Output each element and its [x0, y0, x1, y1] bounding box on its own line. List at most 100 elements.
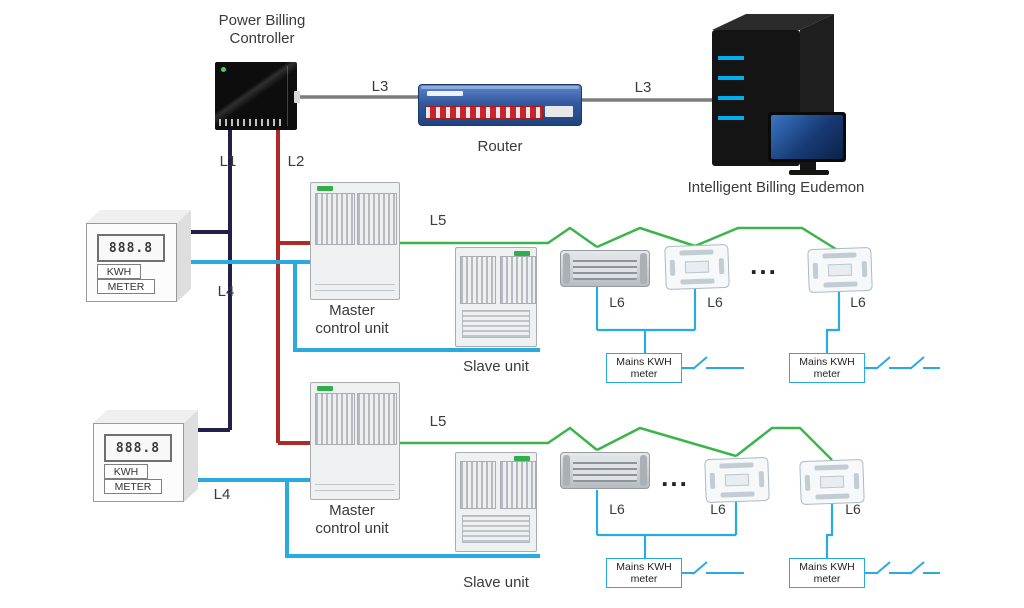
cassette-vent [709, 472, 716, 489]
panel-sheen [215, 62, 297, 130]
cassette-indoor-unit-1b [807, 246, 873, 294]
brand-badge [317, 186, 333, 191]
duct-cap [640, 253, 647, 284]
mains-label-line2: meter [813, 368, 841, 380]
vent-slats [462, 310, 530, 338]
panel-groove [315, 484, 395, 485]
wire-label-l6: L6 [710, 501, 726, 517]
cassette-indoor-unit-2b [799, 458, 865, 506]
cassette-vent [719, 462, 754, 469]
louver-panel [315, 193, 355, 245]
l3-connector [294, 91, 300, 103]
duct-cap [563, 455, 570, 486]
cassette-center-panel [819, 475, 845, 489]
server-vent-slit [718, 76, 744, 80]
wire-label-l6: L6 [845, 501, 861, 517]
kwh-meter-1: 888.8 KWH METER [86, 210, 191, 302]
meter-meter-tag: METER [97, 279, 155, 294]
wire-l6 [595, 287, 841, 558]
duct-cap [563, 253, 570, 284]
mains-kwh-meter-1b: Mains KWH meter [789, 353, 865, 383]
cassette-center-panel [724, 473, 750, 487]
slave-unit-2-label: Slave unit [463, 574, 529, 591]
wire-label-l4-b: L4 [213, 486, 231, 503]
panel-groove [315, 290, 395, 291]
switch-symbols [682, 356, 940, 575]
louver-panel [357, 393, 397, 445]
wire-label-l6: L6 [707, 294, 723, 310]
cassette-vent [679, 249, 714, 256]
louver-panel [500, 461, 536, 509]
brand-badge [317, 386, 333, 391]
mains-kwh-meter-2b: Mains KWH meter [789, 558, 865, 588]
duct-indoor-unit-1 [560, 250, 650, 287]
cassette-vent [720, 491, 755, 498]
more-units-ellipsis: ... [750, 250, 778, 280]
cassette-indoor-unit-2a [704, 456, 770, 504]
meter-display: 888.8 [104, 434, 172, 462]
meter-side-face [177, 210, 191, 302]
wire-label-l2: L2 [287, 153, 305, 170]
louver-panel [357, 193, 397, 245]
brand-badge [514, 251, 530, 256]
louver-panel [500, 256, 536, 304]
panel-groove [315, 490, 395, 491]
cassette-vent [823, 281, 858, 288]
louver-panel [460, 461, 496, 509]
master-control-unit-2 [310, 382, 400, 500]
cassette-center-panel [827, 263, 853, 277]
kwh-meter-2: 888.8 KWH METER [93, 410, 198, 502]
cassette-vent [680, 278, 715, 285]
wire-label-l6: L6 [850, 294, 866, 310]
duct-cap [640, 455, 647, 486]
terminal-strip [219, 119, 285, 126]
master-unit-2-label: Master control unit [315, 502, 389, 537]
server-vent-slit [718, 116, 744, 120]
server-top [712, 14, 834, 30]
slave-unit-1-label: Slave unit [463, 358, 529, 375]
meter-front-face: 888.8 KWH METER [93, 423, 184, 502]
wire-label-l4-a: L4 [217, 283, 235, 300]
router-device [418, 84, 582, 126]
status-led [221, 67, 226, 72]
wire-label-l3-a: L3 [371, 78, 389, 95]
wire-l5 [400, 226, 840, 461]
duct-grille [573, 257, 637, 280]
router-ports [425, 106, 543, 119]
meter-meter-tag: METER [104, 479, 162, 494]
monitor-screen [771, 115, 843, 159]
cassette-vent [861, 261, 868, 278]
monitor-base [789, 170, 829, 175]
mains-kwh-meter-2a: Mains KWH meter [606, 558, 682, 588]
slave-unit-1 [455, 247, 537, 347]
mains-label-line2: meter [813, 573, 841, 585]
router-label: Router [477, 138, 523, 155]
wire-label-l5-a: L5 [429, 212, 447, 229]
meter-side-face [184, 410, 198, 502]
wire-l2 [276, 130, 310, 445]
mains-label-line1: Mains KWH [616, 356, 672, 368]
mains-label-line1: Mains KWH [799, 356, 855, 368]
panel-seam [287, 66, 288, 126]
router-highlight [421, 86, 579, 89]
wire-label-l5-b: L5 [429, 413, 447, 430]
vent-slats [462, 515, 530, 543]
meter-top-face [86, 210, 191, 223]
wire-l3 [297, 95, 712, 102]
brand-badge [514, 456, 530, 461]
wire-l4 [178, 260, 540, 558]
monitor-device [768, 112, 846, 162]
mains-label-line2: meter [630, 368, 658, 380]
louver-panel [315, 393, 355, 445]
server-vent-slit [718, 56, 744, 60]
router-label-chip [545, 106, 573, 117]
meter-front-face: 888.8 KWH METER [86, 223, 177, 302]
power-billing-controller-device [215, 62, 300, 130]
duct-indoor-unit-2 [560, 452, 650, 489]
cassette-center-panel [684, 260, 710, 274]
meter-kwh-tag: KWH [97, 264, 141, 279]
meter-kwh-tag: KWH [104, 464, 148, 479]
mains-kwh-meter-1a: Mains KWH meter [606, 353, 682, 383]
